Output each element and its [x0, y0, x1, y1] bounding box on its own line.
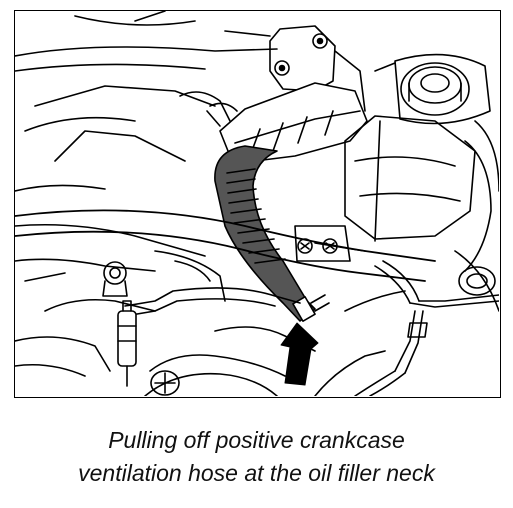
ignition-lead	[117, 300, 137, 387]
engine-bay-line-drawing	[15, 11, 499, 396]
reservoir-cap	[374, 53, 491, 125]
filler-bolts	[294, 225, 351, 262]
caption-line-2: ventilation hose at the oil filler neck	[78, 460, 435, 486]
crankcase-ventilation-hose	[214, 145, 316, 322]
caption-line-1: Pulling off positive crankcase	[108, 427, 405, 453]
lower-left-engine	[15, 250, 301, 317]
pointer-arrow-icon	[280, 322, 319, 386]
front-hose	[15, 209, 436, 282]
engine-mount-bracket	[269, 25, 366, 112]
illustration-frame	[14, 10, 501, 398]
connector-housing	[206, 82, 368, 162]
oil-filler-neck	[344, 115, 476, 242]
right-side-pipe	[454, 120, 499, 312]
bottom-hoses	[15, 326, 386, 396]
vacuum-lines	[344, 260, 499, 396]
engine-structure-lines	[15, 11, 278, 257]
figure-caption: Pulling off positive crankcase ventilati…	[0, 424, 513, 490]
